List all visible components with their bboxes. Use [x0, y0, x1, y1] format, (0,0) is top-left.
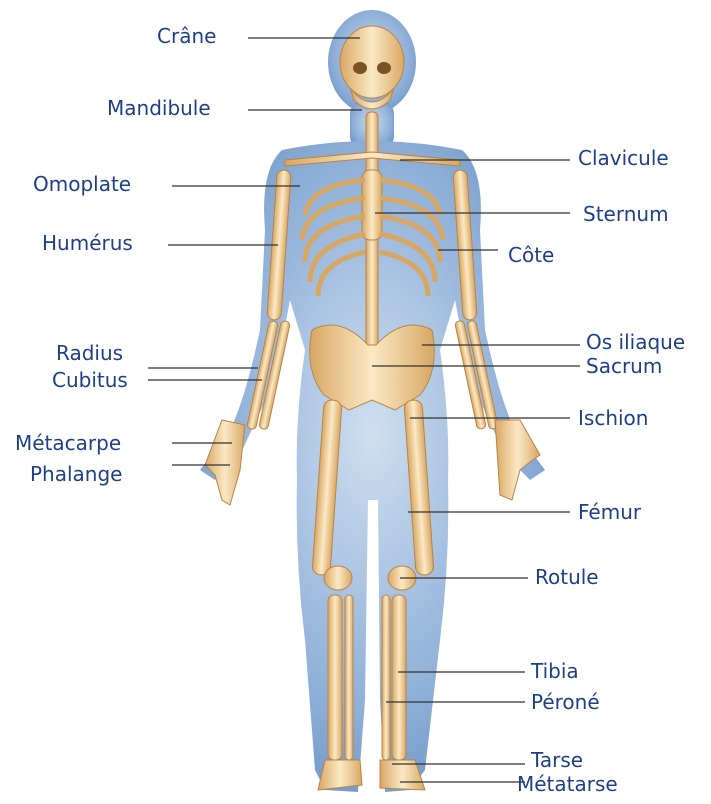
- label-rotule: Rotule: [535, 565, 599, 589]
- label-cubitus: Cubitus: [52, 368, 128, 392]
- skull: [340, 26, 404, 98]
- label-cote: Côte: [508, 243, 554, 267]
- label-clavicule: Clavicule: [578, 146, 669, 170]
- foot-left: [318, 760, 362, 790]
- label-metacarpe: Métacarpe: [15, 431, 121, 455]
- patella-left: [324, 566, 352, 590]
- label-ischion: Ischion: [578, 406, 648, 430]
- label-crane: Crâne: [157, 24, 216, 48]
- label-tibia: Tibia: [531, 659, 579, 683]
- label-mandibule: Mandibule: [107, 96, 211, 120]
- label-os-iliaque: Os iliaque: [586, 330, 685, 354]
- label-sacrum: Sacrum: [586, 354, 662, 378]
- label-sternum: Sternum: [583, 202, 669, 226]
- label-metatarse: Métatarse: [517, 772, 618, 796]
- label-radius: Radius: [56, 341, 123, 365]
- hand-right: [495, 420, 540, 500]
- label-tarse: Tarse: [531, 748, 583, 772]
- label-femur: Fémur: [578, 500, 641, 524]
- label-humerus: Humérus: [42, 231, 133, 255]
- hand-left: [205, 420, 245, 505]
- label-omoplate: Omoplate: [33, 172, 131, 196]
- label-perone: Péroné: [531, 690, 600, 714]
- label-phalange: Phalange: [30, 462, 122, 486]
